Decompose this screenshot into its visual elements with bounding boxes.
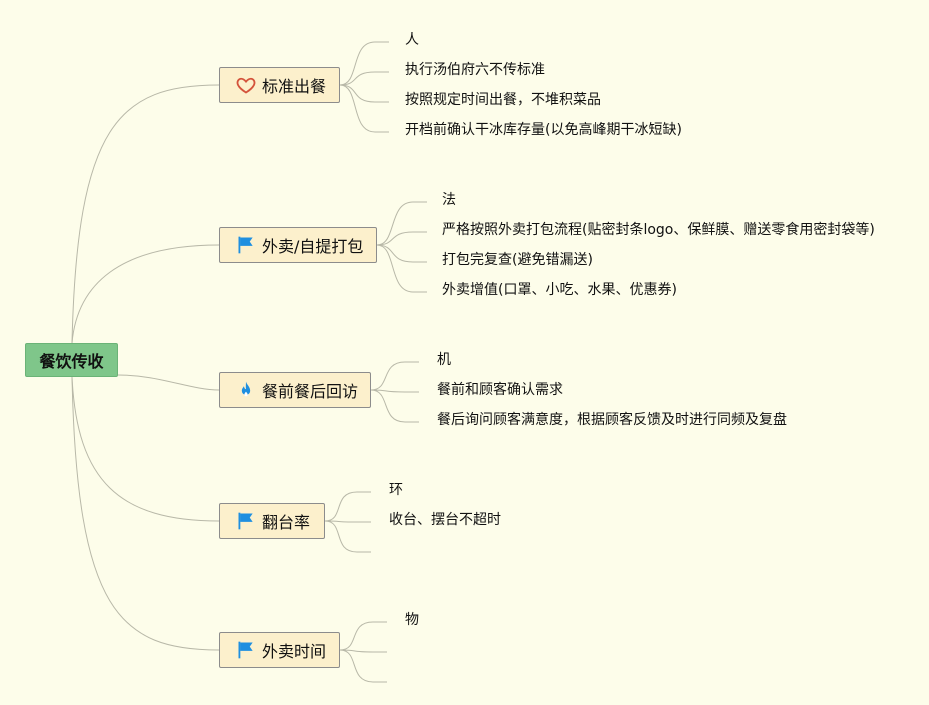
leaf-connector (339, 71, 389, 86)
leaf-item[interactable]: 开档前确认干冰库存量(以免高峰期干冰短缺) (405, 122, 682, 138)
leaf-item[interactable]: 餐后询问顾客满意度，根据顾客反馈及时进行同频及复盘 (437, 412, 787, 428)
leaf-connector (324, 491, 371, 522)
leaf-connector (370, 389, 419, 423)
leaf-connector (339, 84, 389, 133)
leaf-connector (339, 649, 387, 683)
leaf-item[interactable]: 收台、摆台不超时 (389, 512, 501, 528)
leaf-item[interactable]: 执行汤伯府六不传标准 (405, 62, 545, 78)
leaf-connector (370, 361, 419, 391)
leaf-connector (376, 201, 427, 246)
leaf-connector (370, 389, 419, 393)
leaf-connector (324, 520, 371, 523)
leaf-connector (339, 621, 387, 651)
root-label: 餐饮传收 (39, 352, 104, 371)
heart-icon (236, 75, 256, 95)
leaf-item[interactable]: 人 (405, 32, 419, 48)
leaf-connector (376, 244, 427, 263)
leaf-connector (376, 244, 427, 293)
leaf-item[interactable]: 外卖增值(口罩、小吃、水果、优惠券) (442, 282, 677, 298)
root-node[interactable]: 餐饮传收 (25, 343, 118, 377)
branch-node[interactable]: 餐前餐后回访 (219, 372, 371, 408)
leaf-item[interactable]: 法 (442, 192, 456, 208)
root-branch-connector (71, 244, 220, 344)
leaf-connector (339, 41, 389, 86)
root-branch-connector (71, 84, 220, 344)
leaf-item[interactable]: 打包完复查(避免错漏送) (442, 252, 593, 268)
leaf-connector (376, 231, 427, 246)
leaf-connector (339, 84, 389, 103)
flag-icon (236, 511, 256, 531)
leaf-item[interactable]: 餐前和顾客确认需求 (437, 382, 563, 398)
branch-node[interactable]: 外卖/自提打包 (219, 227, 377, 263)
leaf-item[interactable]: 严格按照外卖打包流程(贴密封条logo、保鲜膜、赠送零食用密封袋等) (442, 222, 875, 238)
leaf-connector (324, 520, 371, 553)
branch-label: 翻台率 (262, 513, 311, 532)
root-branch-connector (71, 376, 220, 651)
flag-icon (236, 640, 256, 660)
branch-node[interactable]: 外卖时间 (219, 632, 340, 668)
leaf-item[interactable]: 机 (437, 352, 451, 368)
leaf-item[interactable]: 按照规定时间出餐，不堆积菜品 (405, 92, 601, 108)
branch-label: 餐前餐后回访 (262, 382, 359, 401)
branch-node[interactable]: 翻台率 (219, 503, 325, 539)
root-branch-connector (71, 376, 220, 522)
flag-icon (236, 235, 256, 255)
leaf-item[interactable]: 环 (389, 482, 403, 498)
leaf-item[interactable]: 物 (405, 612, 419, 628)
root-branch-connector (117, 374, 220, 391)
branch-label: 标准出餐 (262, 77, 327, 96)
branch-node[interactable]: 标准出餐 (219, 67, 340, 103)
leaf-connector (339, 649, 387, 653)
branch-label: 外卖/自提打包 (262, 237, 364, 256)
fire-icon (236, 380, 256, 400)
branch-label: 外卖时间 (262, 642, 327, 661)
